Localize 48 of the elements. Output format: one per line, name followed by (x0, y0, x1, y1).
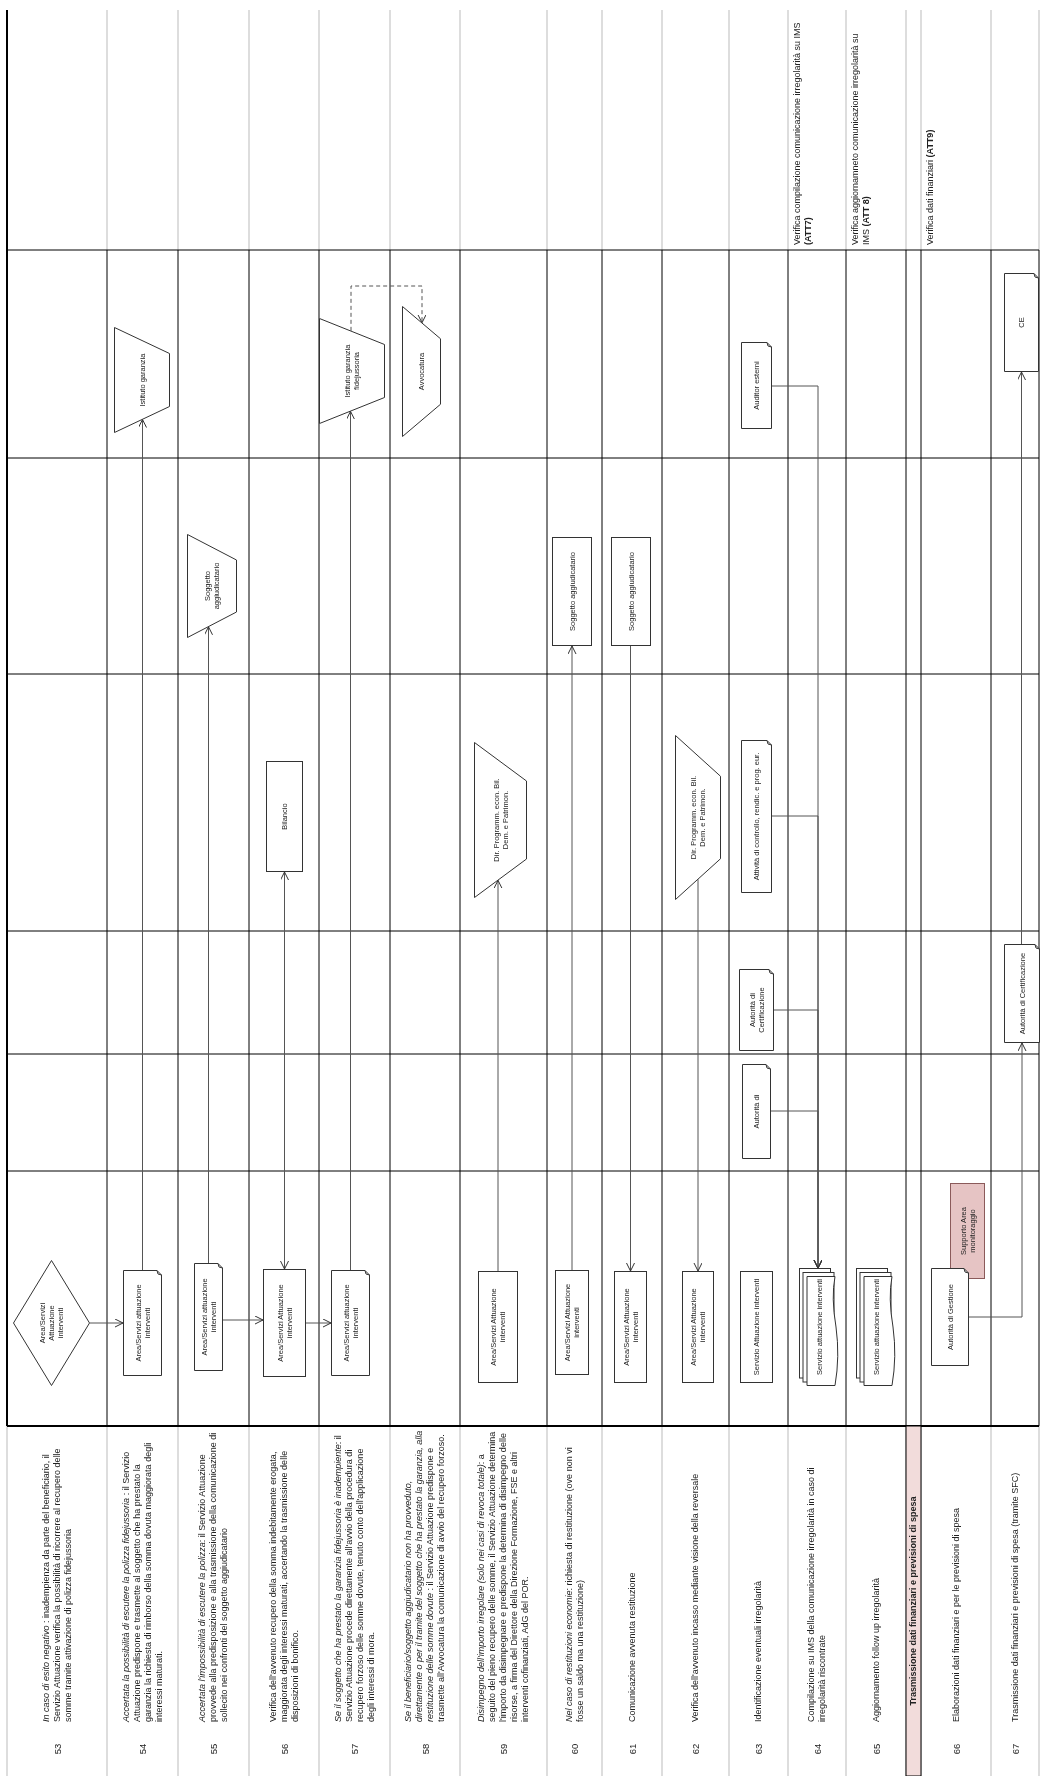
step-description: Accertata l'impossibilità di escutere la polizza: il Servizio Attuazione provvede alla predisposizione e alla trasmissione della comunicazione di sollecito nei confronti del soggetto aggiudicatario (197, 1431, 230, 1722)
arrow (770, 1110, 823, 1269)
arrow (280, 871, 289, 1270)
arrow (346, 410, 355, 1271)
arrow (493, 879, 503, 1272)
arrow (1017, 371, 1026, 945)
step-description: Nel caso di restituzioni economie: richiesta di restituzione (ove non vi fosse un saldo ma una restituzione) (563, 1446, 586, 1722)
step-description: Disimpegno dell'importo irregolare (solo nei casi di revoca totale): a seguito del pieno recupero delle somme, il Servizio Attuazione determina l'importo da disimpegnare e predispone la determina di disimpegno delle risorse, a firma del Direttore della Direzione Formazione, FSE e altri interventi cofinanziati, AdG del POR. (476, 1430, 531, 1722)
step-description: Aggiornamento follow up irregolarità (870, 1577, 882, 1722)
arrow (222, 1315, 264, 1325)
step-number: 54 (136, 1742, 149, 1757)
step-description: Se il beneficiario/soggetto aggiudicatario non ha provveduto, direttamente o per il tramite del soggetto che ha prestato la garanzia, alla restituzione delle somme dovute : il Servizio Attuazione predispone e trasmette all'Avvocatura la comunicazione di avvio del recupero forzoso. (403, 1430, 447, 1722)
step-description: Compilazione su IMS della comunicazione irregolarità in caso di irregolarità riscontrate (806, 1466, 828, 1722)
step-number: 63 (752, 1742, 765, 1757)
note-text: Verifica compilazione comunicazione irregolarità su IMS (ATT7) (792, 21, 814, 245)
step-number: 66 (949, 1742, 963, 1757)
step-description: Accertata la possibilità di escutere la polizza fidejussoria : il Servizio Attuazione predispone e trasmette al soggetto che ha prestato la garanzia la richiesta di rimborso della somma dovuta maggiorata degli interessi maturati. (120, 1441, 165, 1722)
step-number: 67 (1008, 1742, 1022, 1757)
step-number: 53 (50, 1742, 64, 1757)
arrow (305, 1318, 332, 1328)
step-description: Trasmissione dati finanziari e previsioni di spesa (tramite SFC) (1009, 1472, 1021, 1722)
step-description: Se il soggetto che ha prestato la garanzia fidejussoria è inadempiente: il Servizio Attuazione procede direttamente all'avvio della procedura di recupero forzoso delle somme dovute, tenuto conto dell'applicazione degli interessi di mora. (332, 1434, 377, 1722)
step-number: 57 (348, 1742, 361, 1757)
step-description: Verifica dell'avvenuto incasso mediante visione della reversale (690, 1473, 701, 1722)
step-description: Comunicazione avvenuta restituzione (626, 1572, 638, 1722)
arrow (138, 419, 147, 1271)
step-description: Elaborazioni dati finanziari e per le previsioni di spesa (950, 1507, 962, 1722)
step-number: 58 (418, 1742, 432, 1757)
step-description: Identificazione eventuali irregolarità (753, 1580, 764, 1722)
step-number: 59 (497, 1742, 510, 1757)
arrow (626, 645, 635, 1272)
step-number: 64 (810, 1742, 824, 1757)
section-header-band: Trasmissione dati finanziari e previsioni di spesa (906, 1426, 921, 1776)
step-number: 65 (869, 1742, 883, 1757)
step-number: 61 (625, 1742, 639, 1757)
arrow (968, 1042, 1027, 1318)
arrow (204, 626, 213, 1264)
arrow (567, 645, 577, 1271)
dashed-arrow (350, 285, 427, 332)
step-number: 60 (568, 1742, 581, 1757)
step-number: 62 (689, 1742, 702, 1757)
step-description: Verifica dell'avvenuto recupero della somma indebitamente erogata, maggiorata degli interessi maturati, accertando la trasmissione delle disposizioni di bonifico. (267, 1449, 301, 1722)
step-number: 55 (207, 1742, 220, 1757)
step-number: 56 (277, 1742, 291, 1757)
note-text: Verifica dati finanziari (ATT9) (925, 128, 936, 245)
step-description: In caso di esito negativo : inadempienza da parte del beneficiario, il Servizio Attuazione verifica la possibilità di ricorrere al recupero delle somme tramite attivazione di polizza fidejussoria (40, 1447, 74, 1722)
arrow (89, 1318, 124, 1328)
arrow (693, 878, 703, 1272)
